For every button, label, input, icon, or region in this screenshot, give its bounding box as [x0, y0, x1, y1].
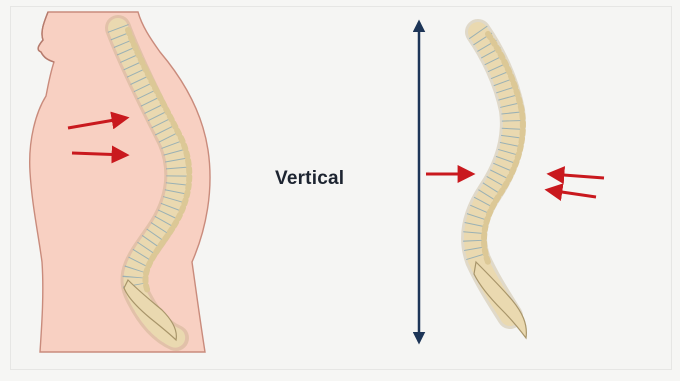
vertical-label: Vertical — [275, 168, 344, 190]
right-arrow-lower — [548, 190, 596, 197]
right-spine — [474, 32, 526, 338]
right-arrow-upper — [550, 174, 604, 178]
left-arrow-lower — [72, 153, 126, 155]
